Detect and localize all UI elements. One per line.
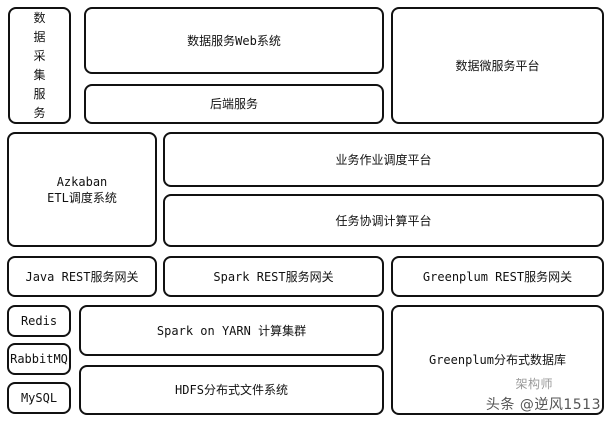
watermark-logo: 架构师 [515,377,553,391]
etl-scheduler-label: ETL调度系统 [47,190,117,205]
microservice-platform-box: 数据微服务平台 [391,7,604,124]
data-collection-char: 据 [33,29,46,44]
watermark-text: 头条 @逆风1513 [485,397,601,413]
redis-box: Redis [7,305,71,337]
task-compute-platform-box: 任务协调计算平台 [163,194,604,247]
task-compute-platform-label: 任务协调计算平台 [335,213,432,228]
microservice-platform-label: 数据微服务平台 [455,58,540,73]
azkaban-etl-box: Azkaban ETL调度系统 [7,132,157,247]
greenplum-database-box: Greenplum分布式数据库 [391,305,604,415]
data-collection-char: 集 [33,67,46,82]
greenplum-rest-gateway-label: Greenplum REST服务网关 [422,269,573,284]
web-system-label: 数据服务Web系统 [187,33,281,48]
spark-rest-gateway-box: Spark REST服务网关 [163,256,384,297]
watermark: 架构师 头条 @逆风1513 [485,377,601,414]
azkaban-label: Azkaban [56,174,108,189]
spark-yarn-cluster-box: Spark on YARN 计算集群 [79,305,384,356]
greenplum-database-label: Greenplum分布式数据库 [428,353,567,367]
backend-service-box: 后端服务 [84,84,384,124]
business-job-scheduler-label: 业务作业调度平台 [335,152,432,167]
web-system-box: 数据服务Web系统 [84,7,384,74]
data-collection-char: 服 [33,86,46,101]
greenplum-rest-gateway-box: Greenplum REST服务网关 [391,256,604,297]
hdfs-box: HDFS分布式文件系统 [79,365,384,415]
java-rest-gateway-box: Java REST服务网关 [7,256,157,297]
backend-service-label: 后端服务 [209,97,258,111]
mysql-label: MySQL [20,391,58,405]
rabbitmq-box: RabbitMQ [7,343,71,375]
data-collection-char: 采 [33,48,46,63]
data-collection-char: 数 [33,10,46,25]
data-collection-service-box: 数 据 采 集 服 务 [8,7,71,124]
spark-yarn-cluster-label: Spark on YARN 计算集群 [156,323,307,338]
redis-label: Redis [20,314,58,328]
business-job-scheduler-box: 业务作业调度平台 [163,132,604,187]
mysql-box: MySQL [7,382,71,414]
java-rest-gateway-label: Java REST服务网关 [25,269,139,284]
rabbitmq-label: RabbitMQ [10,352,68,366]
data-collection-char: 务 [33,105,46,120]
spark-rest-gateway-label: Spark REST服务网关 [213,269,334,284]
hdfs-label: HDFS分布式文件系统 [175,383,288,397]
